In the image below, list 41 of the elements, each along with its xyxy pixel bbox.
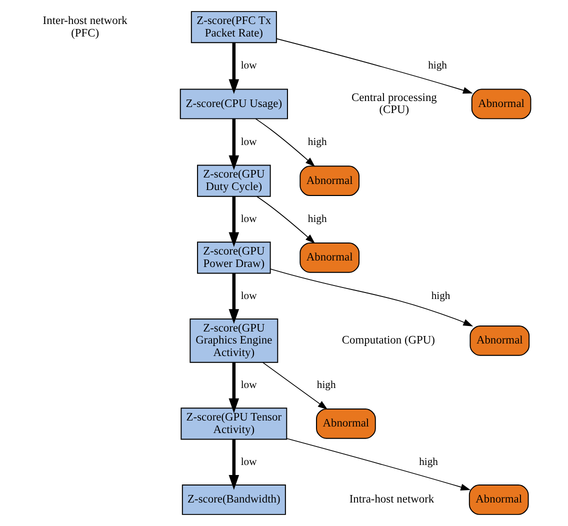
arrow xyxy=(228,362,240,414)
node-box: Z-score(CPU Usage) xyxy=(180,88,288,120)
edge-label: high xyxy=(308,214,327,226)
edge-label: high xyxy=(428,60,447,72)
arrow xyxy=(228,196,240,247)
edge-label: low xyxy=(240,214,257,226)
arrow xyxy=(270,268,474,326)
node-box: Abnormal xyxy=(471,88,532,120)
arrow xyxy=(255,118,316,167)
node-box: Z-score(GPU Duty Cycle) xyxy=(197,164,271,197)
arrow xyxy=(228,118,240,170)
label: Inter-host network (PFC) xyxy=(42,15,128,40)
edge-label: low xyxy=(240,380,257,392)
label: Central processing (CPU) xyxy=(351,92,437,116)
edge-label: high xyxy=(431,290,450,302)
edge-label: high xyxy=(316,380,336,392)
arrow xyxy=(228,42,240,94)
label: Computation (GPU) xyxy=(342,334,436,347)
arrow xyxy=(256,196,316,244)
node-box: Z-score(GPU Graphics Engine Activity) xyxy=(190,318,278,363)
node-box: Z-score(PFC Tx Packet Rate) xyxy=(190,11,277,44)
arrow xyxy=(228,273,240,324)
node-box: Abnormal xyxy=(300,166,360,196)
arrow xyxy=(262,362,328,410)
node-box: Abnormal xyxy=(470,325,530,356)
edge-label: high xyxy=(419,456,438,468)
edge-label: low xyxy=(240,456,257,468)
edge-label: low xyxy=(240,137,257,148)
node-box: Abnormal xyxy=(316,408,376,439)
edge-label: low xyxy=(240,60,257,72)
arrow xyxy=(276,38,473,94)
edge-label: low xyxy=(240,290,257,302)
label: Intra-host network xyxy=(349,494,434,506)
arrow xyxy=(228,440,240,490)
node-box: Abnormal xyxy=(300,242,360,273)
edge-label: high xyxy=(308,137,327,148)
node-box: Z-score(Bandwidth) xyxy=(182,484,286,515)
node-box: Abnormal xyxy=(468,484,529,515)
node-box: Z-score(GPU Tensor Activity) xyxy=(180,408,288,440)
arrow xyxy=(286,438,471,490)
node-box: Z-score(GPU Power Draw) xyxy=(197,242,271,274)
